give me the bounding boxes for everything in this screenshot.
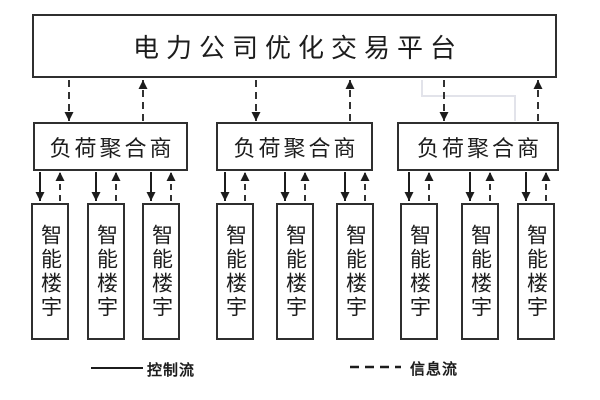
building-label: 智能楼宇: [38, 223, 63, 320]
aggregator-label: 负荷聚合商: [233, 135, 359, 161]
building-box-5: 智能楼宇: [276, 203, 314, 340]
aggregator-label: 负荷聚合商: [49, 135, 175, 161]
building-box-4: 智能楼宇: [216, 203, 254, 340]
aggregator-box-1: 负荷聚合商: [33, 122, 188, 171]
building-label: 智能楼宇: [223, 223, 248, 320]
building-label: 智能楼宇: [407, 223, 432, 320]
legend-info-label: 信息流: [410, 361, 459, 378]
building-label: 智能楼宇: [468, 223, 493, 320]
building-label: 智能楼宇: [149, 223, 174, 320]
aggregator-box-2: 负荷聚合商: [216, 122, 373, 171]
platform-label: 电力公司优化交易平台: [132, 33, 463, 63]
building-box-3: 智能楼宇: [142, 203, 180, 340]
building-box-8: 智能楼宇: [461, 203, 499, 340]
building-box-2: 智能楼宇: [87, 203, 125, 340]
aggregator-box-3: 负荷聚合商: [397, 122, 559, 171]
building-box-6: 智能楼宇: [336, 203, 374, 340]
building-label: 智能楼宇: [94, 223, 119, 320]
faint-artifact-line: [421, 80, 516, 121]
building-box-1: 智能楼宇: [31, 203, 69, 340]
platform-box: 电力公司优化交易平台: [32, 14, 557, 78]
aggregator-label: 负荷聚合商: [416, 135, 542, 161]
building-label: 智能楼宇: [283, 223, 308, 320]
building-label: 智能楼宇: [524, 223, 549, 320]
building-label: 智能楼宇: [343, 223, 368, 320]
building-box-7: 智能楼宇: [400, 203, 438, 340]
legend-control-label: 控制流: [147, 362, 196, 379]
building-box-9: 智能楼宇: [517, 203, 555, 340]
